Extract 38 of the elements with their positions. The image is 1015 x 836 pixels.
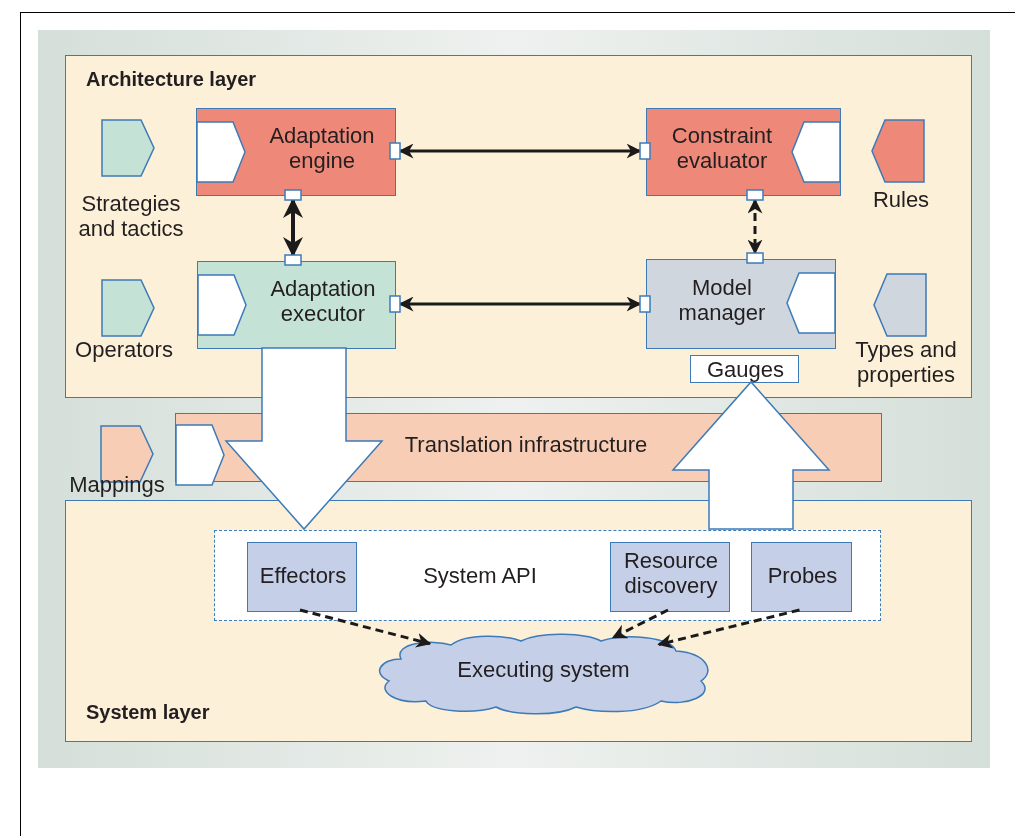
box-label: Gauges [705,357,786,383]
block-arrow [224,347,384,531]
arrow [398,143,642,159]
arrow [283,198,303,257]
component-box [196,108,396,196]
box-label: Effectors [258,563,348,589]
gauges-box [690,355,799,383]
box-label: System API [422,563,538,589]
box-label: Constraint evaluator [670,123,774,174]
layer-panel [65,55,972,398]
box-label: Mappings [68,472,166,498]
component-box [646,108,841,196]
box-label: Model manager [677,275,767,326]
arrow [398,296,642,312]
box-label: Types and properties [854,337,958,388]
box-label: Probes [766,563,839,589]
arrow [299,608,432,648]
block-arrow [671,380,831,530]
box-label: Operators [74,337,174,363]
box-label: Translation infrastructure [403,432,649,458]
component-box [610,542,730,612]
component-box [751,542,852,612]
box-label: Adaptation engine [268,123,376,174]
box-label: Rules [871,187,931,213]
box-label: Adaptation executor [269,276,377,327]
component-box [646,259,836,349]
layer-panel [65,500,972,742]
box-label: Strategies and tactics [77,191,185,242]
arrow [611,608,669,639]
layer-title: Architecture layer [86,68,257,91]
layer-title: System layer [86,701,210,724]
arrow [657,608,800,649]
box-label: Resource discovery [622,548,720,599]
box-label: Executing system [456,657,631,683]
api-container [214,530,881,621]
arrow [747,198,763,255]
component-box [197,261,396,349]
component-box [247,542,357,612]
